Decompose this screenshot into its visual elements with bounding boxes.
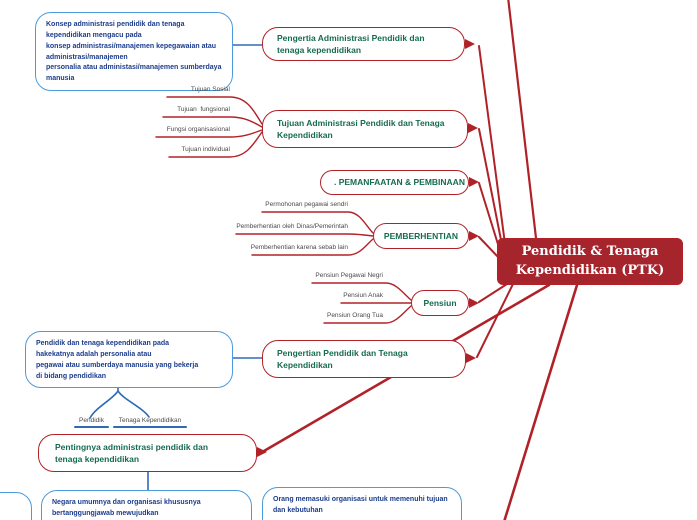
note-negara-organisasi[interactable]: Negara umumnya dan organisasi khususnya … <box>41 490 252 520</box>
leaf-tujuan-sosial[interactable]: Tujuan Sosial <box>190 86 230 93</box>
note-orang-organisasi[interactable]: Orang memasuki organisasi untuk memenuhi… <box>262 487 462 520</box>
node-pensiun[interactable]: Pensiun <box>411 290 469 316</box>
node-pengertia-administrasi[interactable]: Pengertia Administrasi Pendidik dan tena… <box>262 27 465 61</box>
leaf-fungsi-organisasional[interactable]: Fungsi organisasional <box>166 126 230 133</box>
leaf-pemberhentian-dinas[interactable]: Pemberhentian oleh Dinas/Pemerintah <box>236 223 348 230</box>
node-pentingnya-administrasi[interactable]: Pentingnya administrasi pendidik dan ten… <box>38 434 257 472</box>
blue-connector-lines <box>74 44 263 493</box>
note-clipped-left[interactable] <box>0 492 32 520</box>
leaf-pendidik[interactable]: Pendidik <box>79 417 104 424</box>
branch-arrow-icons <box>257 39 479 457</box>
note-hakekat-personalia[interactable]: Pendidik dan tenaga kependidikan pada ha… <box>25 331 233 388</box>
leaf-tujuan-individual[interactable]: Tujuan individual <box>181 146 230 153</box>
central-node-ptk[interactable]: Pendidik & Tenaga Kependidikan (PTK) <box>497 238 683 285</box>
node-pemberhentian[interactable]: PEMBERHENTIAN <box>373 223 469 249</box>
node-pengertian-pendidik[interactable]: Pengertian Pendidik dan Tenaga Kependidi… <box>262 340 466 378</box>
leaf-tujuan-fungsional[interactable]: Tujuan fungsional <box>177 106 230 113</box>
leaf-pensiun-pegawai-negri[interactable]: Pensiun Pegawai Negri <box>315 272 383 279</box>
leaf-tenaga-kependidikan[interactable]: Tenaga Kependidikan <box>118 417 182 424</box>
node-tujuan-administrasi[interactable]: Tujuan Administrasi Pendidik dan Tenaga … <box>262 110 468 148</box>
leaf-pensiun-anak[interactable]: Pensiun Anak <box>343 292 383 299</box>
node-pemanfaatan-pembinaan[interactable]: . PEMANFAATAN & PEMBINAAN <box>320 170 469 195</box>
leaf-permohonan-pegawai[interactable]: Permohonan pegawai sendri <box>265 201 348 208</box>
leaf-pensiun-orang-tua[interactable]: Pensiun Orang Tua <box>326 312 383 319</box>
note-konsep-administrasi[interactable]: Konsep administrasi pendidik dan tenaga … <box>35 12 233 91</box>
leaf-branch-lines <box>155 96 412 324</box>
leaf-pemberhentian-sebablain[interactable]: Pemberhentian karena sebab lain <box>250 244 348 251</box>
